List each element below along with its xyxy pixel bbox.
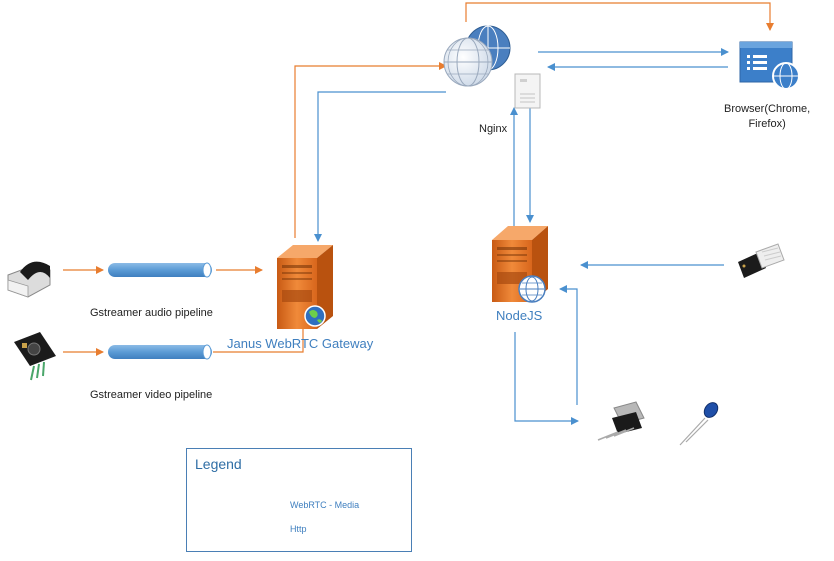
http-link-nginx-janus [314,91,446,242]
media-link-video-janus [213,320,307,353]
browser-label-line2: Firefox) [748,118,786,130]
janus-node [277,245,333,329]
nodejs-label: NodeJS [496,308,543,323]
janus-label: Janus WebRTC Gateway [227,336,374,351]
transistor-icon [597,401,645,441]
humidity-sensor-icon [738,243,785,278]
video-pipeline-label: Gstreamer video pipeline [90,389,213,401]
nginx-label: Nginx [479,123,508,135]
legend-title: Legend [195,456,242,472]
media-link-janus-nginx [294,62,447,238]
browser-label: Browser(Chrome, Firefox) [724,102,810,132]
legend-http-label: Http [290,524,307,534]
camera-module-icon [14,332,56,381]
audio-pipeline-label: Gstreamer audio pipeline [90,307,213,319]
browser-window-icon [739,41,800,90]
usb-microphone-icon [7,261,51,298]
nginx-node [443,25,541,109]
media-connections [63,2,774,356]
led-icon [679,402,719,446]
media-link-nginx-browser [465,2,774,31]
http-link-devices-nodejs [559,285,578,405]
nodejs-node [492,226,548,303]
browser-label-line1: Browser(Chrome, [724,103,811,115]
video-pipeline [108,344,212,360]
http-connections [314,48,729,425]
http-link-nodejs-devices [514,332,579,425]
globe-badge-icon [304,305,326,327]
legend-media-label: WebRTC - Media [290,500,360,510]
audio-pipeline [108,262,212,278]
server-tower-icon [514,73,541,109]
browser-node [739,41,800,90]
legend: Legend WebRTC - Media Http [186,448,412,552]
network-globe-badge-icon [518,275,546,303]
globe-icon [443,25,511,87]
